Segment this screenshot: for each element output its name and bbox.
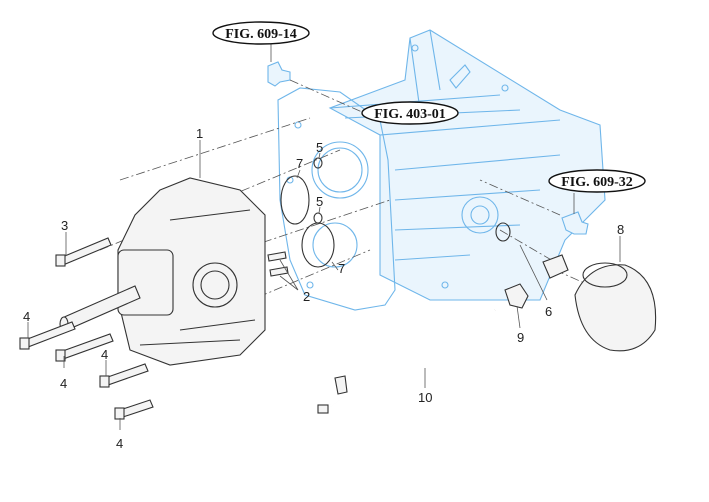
fig-609-14-reference[interactable]: FIG. 609-14 bbox=[212, 21, 310, 45]
callout-8: 8 bbox=[617, 222, 624, 237]
o-rings bbox=[280, 157, 511, 268]
elbow-fitting-609-14 bbox=[267, 61, 291, 87]
callout-7: 7 bbox=[338, 261, 345, 276]
callout-3: 3 bbox=[61, 218, 68, 233]
callout-5: 5 bbox=[316, 194, 323, 209]
fig-609-32-label: FIG. 609-32 bbox=[561, 175, 633, 190]
callout-4: 4 bbox=[101, 347, 108, 362]
oil-filter bbox=[574, 262, 657, 352]
callout-numbers: 1 2 3 4 4 4 4 5 5 6 7 7 8 9 10 bbox=[23, 126, 624, 451]
callout-4: 4 bbox=[23, 309, 30, 324]
callout-4: 4 bbox=[116, 436, 123, 451]
callout-6: 6 bbox=[545, 304, 552, 319]
callout-10: 10 bbox=[418, 390, 432, 405]
callout-2: 2 bbox=[303, 289, 310, 304]
callout-4: 4 bbox=[60, 376, 67, 391]
fig-403-01-reference[interactable]: FIG. 403-01 bbox=[361, 101, 459, 125]
hydraulic-pipe bbox=[317, 309, 496, 414]
callout-1: 1 bbox=[196, 126, 203, 141]
hydraulic-pump bbox=[59, 177, 266, 366]
leader-lines bbox=[27, 43, 621, 430]
fig-403-01-label: FIG. 403-01 bbox=[374, 107, 446, 122]
callout-7: 7 bbox=[296, 156, 303, 171]
bolts bbox=[19, 237, 154, 420]
fig-609-32-reference[interactable]: FIG. 609-32 bbox=[548, 169, 646, 193]
callout-5: 5 bbox=[316, 140, 323, 155]
elbow-fitting bbox=[504, 283, 529, 309]
callout-9: 9 bbox=[517, 330, 524, 345]
dowel-pins bbox=[267, 251, 289, 277]
transmission-housing bbox=[277, 29, 606, 311]
fig-609-14-label: FIG. 609-14 bbox=[225, 27, 297, 42]
elbow-fitting-609-32 bbox=[561, 211, 589, 235]
filter-adapter bbox=[542, 254, 569, 279]
